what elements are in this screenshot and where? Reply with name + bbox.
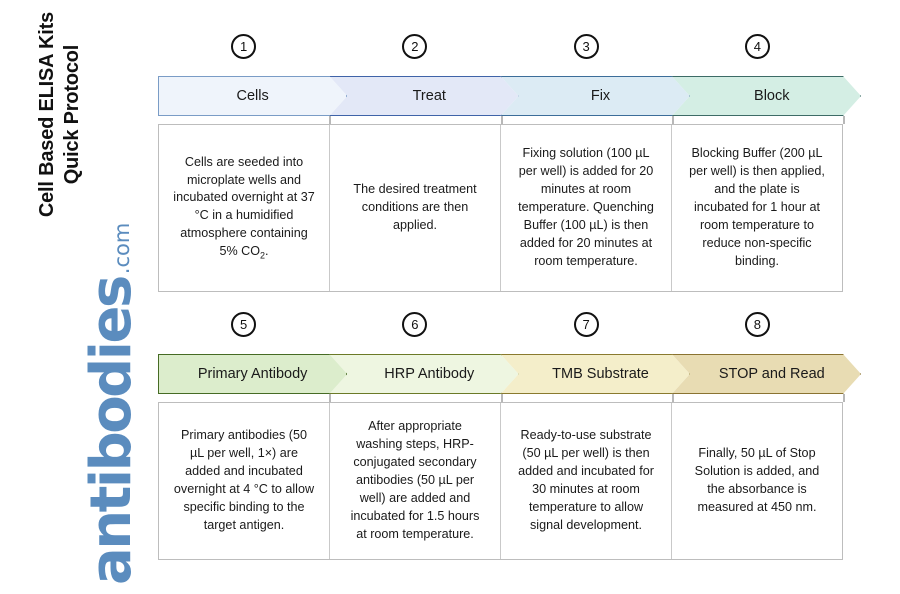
description-panels-2: Primary antibodies (50 µL per well, 1×) …: [158, 402, 843, 560]
step-chevron[interactable]: Primary Antibody: [158, 354, 348, 394]
chevron-joint-tick: [500, 116, 503, 124]
step-number-row-1: 1 2 3 4: [158, 34, 843, 64]
step-chevron-label: Cells: [236, 88, 269, 104]
step-chevron-label: TMB Substrate: [552, 366, 649, 382]
step-chevron-label: Fix: [590, 88, 611, 104]
step-chevron[interactable]: HRP Antibody: [329, 354, 519, 394]
step-description-panel: Fixing solution (100 µL per well) is add…: [501, 125, 672, 291]
brand-tld: .com: [110, 222, 134, 275]
step-number-badge: 4: [744, 34, 770, 59]
step-description-text: Ready-to-use substrate (50 µL per well) …: [518, 428, 654, 532]
step-description-panel: Primary antibodies (50 µL per well, 1×) …: [159, 403, 330, 559]
step-number-badge: 3: [573, 34, 599, 59]
step-number-badge: 2: [402, 34, 428, 59]
step-description-panel: Finally, 50 µL of Stop Solution is added…: [672, 403, 842, 559]
step-number-row-2: 5 6 7 8: [158, 312, 843, 342]
step-chevron[interactable]: Treat: [329, 76, 519, 116]
brand-watermark: antibodies .com: [0, 223, 144, 585]
chevron-band-1: Cells Treat Fix Block: [158, 76, 861, 124]
step-number-badge: 5: [231, 312, 257, 337]
step-chevron-label: Treat: [412, 88, 446, 104]
step-chevron-label: HRP Antibody: [384, 366, 475, 382]
step-description-panel: Cells are seeded into microplate wells a…: [159, 125, 330, 291]
chevron-joint-tick: [843, 116, 845, 124]
step-chevron[interactable]: TMB Substrate: [500, 354, 690, 394]
flow-row-2: 5 6 7 8 Primary Antibody HRP Antibody TMB Sub…: [158, 312, 861, 560]
description-panels-1: Cells are seeded into microplate wells a…: [158, 124, 843, 292]
chevron-joint-tick: [329, 116, 332, 124]
chevron-joint-tick: [671, 394, 674, 402]
chevron-joint-tick: [843, 394, 845, 402]
step-number-badge: 7: [573, 312, 599, 337]
chevron-joint-tick: [671, 116, 674, 124]
flow-row-1: 1 2 3 4 Cells Treat Fix Block Cells are seeded…: [158, 34, 861, 292]
step-description-text: Primary antibodies (50 µL per well, 1×) …: [173, 428, 315, 532]
step-number-badge: 1: [231, 34, 257, 59]
step-description-text: Cells are seeded into microplate wells a…: [173, 154, 315, 261]
step-chevron[interactable]: Cells: [158, 76, 348, 116]
step-description-text: After appropriate washing steps, HRP-con…: [350, 419, 480, 541]
step-description-panel: Ready-to-use substrate (50 µL per well) …: [501, 403, 672, 559]
step-number-badge: 8: [744, 312, 770, 337]
step-chevron-label: Primary Antibody: [197, 366, 308, 382]
step-chevron[interactable]: Block: [671, 76, 861, 116]
step-chevron[interactable]: Fix: [500, 76, 690, 116]
step-description-panel: The desired treatment conditions are the…: [330, 125, 501, 291]
chevron-joint-tick: [329, 394, 332, 402]
step-description-panel: Blocking Buffer (200 µL per well) is the…: [672, 125, 842, 291]
step-description-text: Blocking Buffer (200 µL per well) is the…: [689, 146, 825, 268]
step-chevron[interactable]: STOP and Read: [671, 354, 861, 394]
step-chevron-label: STOP and Read: [718, 366, 825, 382]
step-description-text: Finally, 50 µL of Stop Solution is added…: [694, 446, 820, 514]
step-number-badge: 6: [402, 312, 428, 337]
page-title: Cell Based ELISA Kits Quick Protocol: [0, 0, 120, 300]
brand-name: antibodies: [79, 277, 144, 585]
step-description-text: Fixing solution (100 µL per well) is add…: [518, 146, 654, 268]
chevron-joint-tick: [500, 394, 503, 402]
chevron-band-2: Primary Antibody HRP Antibody TMB Substrat…: [158, 354, 861, 402]
page-title-text: Cell Based ELISA Kits Quick Protocol: [36, 12, 83, 218]
step-description-panel: After appropriate washing steps, HRP-con…: [330, 403, 501, 559]
step-description-text: The desired treatment conditions are the…: [353, 182, 477, 232]
step-chevron-label: Block: [754, 88, 790, 104]
